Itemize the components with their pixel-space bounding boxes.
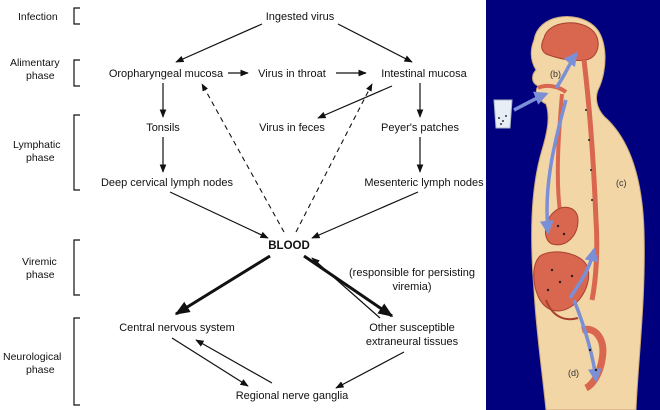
- arrow-blood-to-oro-dashed: [201, 83, 285, 233]
- arrow-tissues-to-blood: [311, 257, 381, 319]
- phase-brackets: [73, 7, 80, 406]
- path-glass-to-mouth: [513, 91, 549, 112]
- node-other-tissues-line2: extraneural tissues: [366, 336, 459, 348]
- node-intestinal-mucosa: Intestinal mucosa: [381, 68, 467, 80]
- phase-lymphatic-line1: Lymphatic: [13, 139, 60, 151]
- node-regional-nerve-ganglia: Regional nerve ganglia: [236, 390, 349, 402]
- bracket-alimentary: [73, 59, 80, 87]
- phase-viremic-line2: phase: [26, 269, 55, 281]
- node-peyers-patches: Peyer's patches: [381, 122, 459, 134]
- illustration-label-c: (c): [616, 178, 627, 188]
- node-ingested-virus: Ingested virus: [266, 11, 335, 23]
- arrow-ganglia-to-cns: [195, 339, 273, 384]
- node-persisting-viremia-line1: (responsible for persisting: [349, 267, 475, 279]
- node-persisting-viremia-line2: viremia): [392, 281, 431, 293]
- path-throat-to-stomach: [539, 99, 568, 235]
- virus-path: [513, 51, 602, 383]
- intestines: [533, 251, 590, 312]
- path-intestine-to-colon: [572, 299, 602, 383]
- arrow-blood-to-tissues: [303, 254, 394, 318]
- brain: [541, 22, 599, 61]
- illustration-label-b: (b): [550, 69, 561, 79]
- illustration-label-d: (d): [568, 368, 579, 378]
- body-illustration: (b) (c) (d): [486, 0, 660, 410]
- node-virus-in-feces: Virus in feces: [259, 122, 325, 134]
- node-oropharyngeal-mucosa: Oropharyngeal mucosa: [109, 68, 224, 80]
- intestines-loop: [545, 299, 579, 321]
- arrow-cervical-to-blood: [169, 191, 269, 239]
- phase-alimentary-line2: phase: [26, 70, 55, 82]
- bracket-neurological: [73, 317, 80, 406]
- arrow-mesenteric-to-blood: [311, 191, 419, 239]
- glass-particles: [498, 115, 507, 125]
- node-deep-cervical-lymph-nodes: Deep cervical lymph nodes: [101, 177, 234, 189]
- arrow-tissues-to-ganglia: [335, 351, 405, 389]
- throat: [537, 83, 568, 94]
- arrow-virus-to-oropharyngeal: [175, 23, 263, 63]
- pathogenesis-flowchart: Infection Alimentary phase Lymphatic pha…: [3, 7, 484, 406]
- phase-alimentary-line1: Alimentary: [10, 57, 60, 69]
- node-blood: BLOOD: [268, 240, 310, 252]
- arrow-intestinal-to-feces: [317, 85, 393, 119]
- phase-lymphatic-line2: phase: [26, 152, 55, 164]
- node-central-nervous-system: Central nervous system: [119, 322, 235, 334]
- flowchart-panel: Infection Alimentary phase Lymphatic pha…: [0, 0, 486, 410]
- flow-arrows: [159, 23, 424, 389]
- bracket-infection: [73, 7, 80, 25]
- node-virus-in-throat: Virus in throat: [258, 68, 326, 80]
- path-mouth-to-brain: [554, 51, 578, 90]
- arrow-blood-to-intestinal-dashed: [295, 83, 373, 233]
- node-mesenteric-lymph-nodes: Mesenteric lymph nodes: [364, 177, 484, 189]
- arrow-virus-to-intestinal: [337, 23, 413, 63]
- arrow-blood-to-cns: [174, 254, 271, 316]
- path-intestine-up: [568, 247, 599, 299]
- spinal-cord: [581, 59, 600, 301]
- esophagus: [555, 93, 564, 213]
- bracket-viremic: [73, 239, 80, 296]
- phase-viremic-line1: Viremic: [22, 256, 57, 268]
- node-other-tissues-line1: Other susceptible: [369, 322, 455, 334]
- arrow-cns-to-ganglia: [171, 337, 249, 387]
- virus-dots: [546, 109, 598, 372]
- phase-neurological-line1: Neurological: [3, 351, 61, 363]
- phase-neurological-line2: phase: [26, 364, 55, 376]
- phase-infection: Infection: [18, 11, 58, 23]
- glass-icon: [493, 99, 513, 129]
- bracket-lymphatic: [73, 114, 80, 191]
- node-tonsils: Tonsils: [146, 122, 180, 134]
